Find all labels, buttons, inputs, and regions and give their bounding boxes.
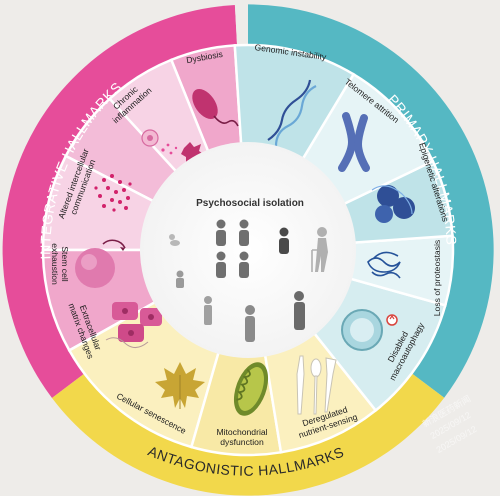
bacterium-icon	[192, 88, 239, 127]
maple-leaf-icon	[155, 362, 205, 409]
cutlery-icon	[296, 355, 337, 415]
adult-icon	[245, 305, 255, 342]
mito-line-1: Mitochondrial	[216, 427, 267, 437]
dna-helix-icon	[267, 79, 317, 147]
person-icon	[216, 251, 226, 278]
stem-line-1: Stem cell	[60, 246, 70, 281]
label-mitochondrial-dysfunction: Mitochondrial dysfunction	[216, 427, 267, 447]
matrix-cells-icon	[105, 302, 162, 348]
isolated-person-icon	[279, 227, 289, 254]
person-icon	[216, 219, 226, 246]
person-icon	[239, 219, 249, 246]
inflammation-cells-icon	[141, 129, 205, 164]
label-stem-cell-exhaustion: Stem cell exhaustion	[50, 243, 70, 285]
child-icon	[176, 270, 184, 288]
protein-fold-icon	[367, 251, 401, 279]
illustrations	[75, 79, 415, 416]
chromosome-icon	[338, 112, 370, 172]
autophagosome-icon	[341, 309, 398, 351]
toddler-icon	[169, 234, 180, 246]
mitochondrion-icon	[233, 362, 269, 416]
center-title: Psychosocial isolation	[196, 198, 304, 209]
adult-icon	[294, 291, 305, 330]
nucleosome-icon	[371, 185, 415, 223]
stem-cell-icon	[75, 239, 126, 288]
teen-icon	[204, 296, 212, 325]
mito-line-2: dysfunction	[220, 437, 264, 447]
label-loss-of-proteostasis: Loss of proteostasis	[432, 240, 442, 316]
signaling-dots-icon	[94, 174, 132, 212]
stem-line-2: exhaustion	[50, 243, 60, 285]
person-icon	[239, 251, 249, 278]
people-group-icon	[216, 219, 249, 278]
elderly-walker-icon	[311, 227, 328, 272]
